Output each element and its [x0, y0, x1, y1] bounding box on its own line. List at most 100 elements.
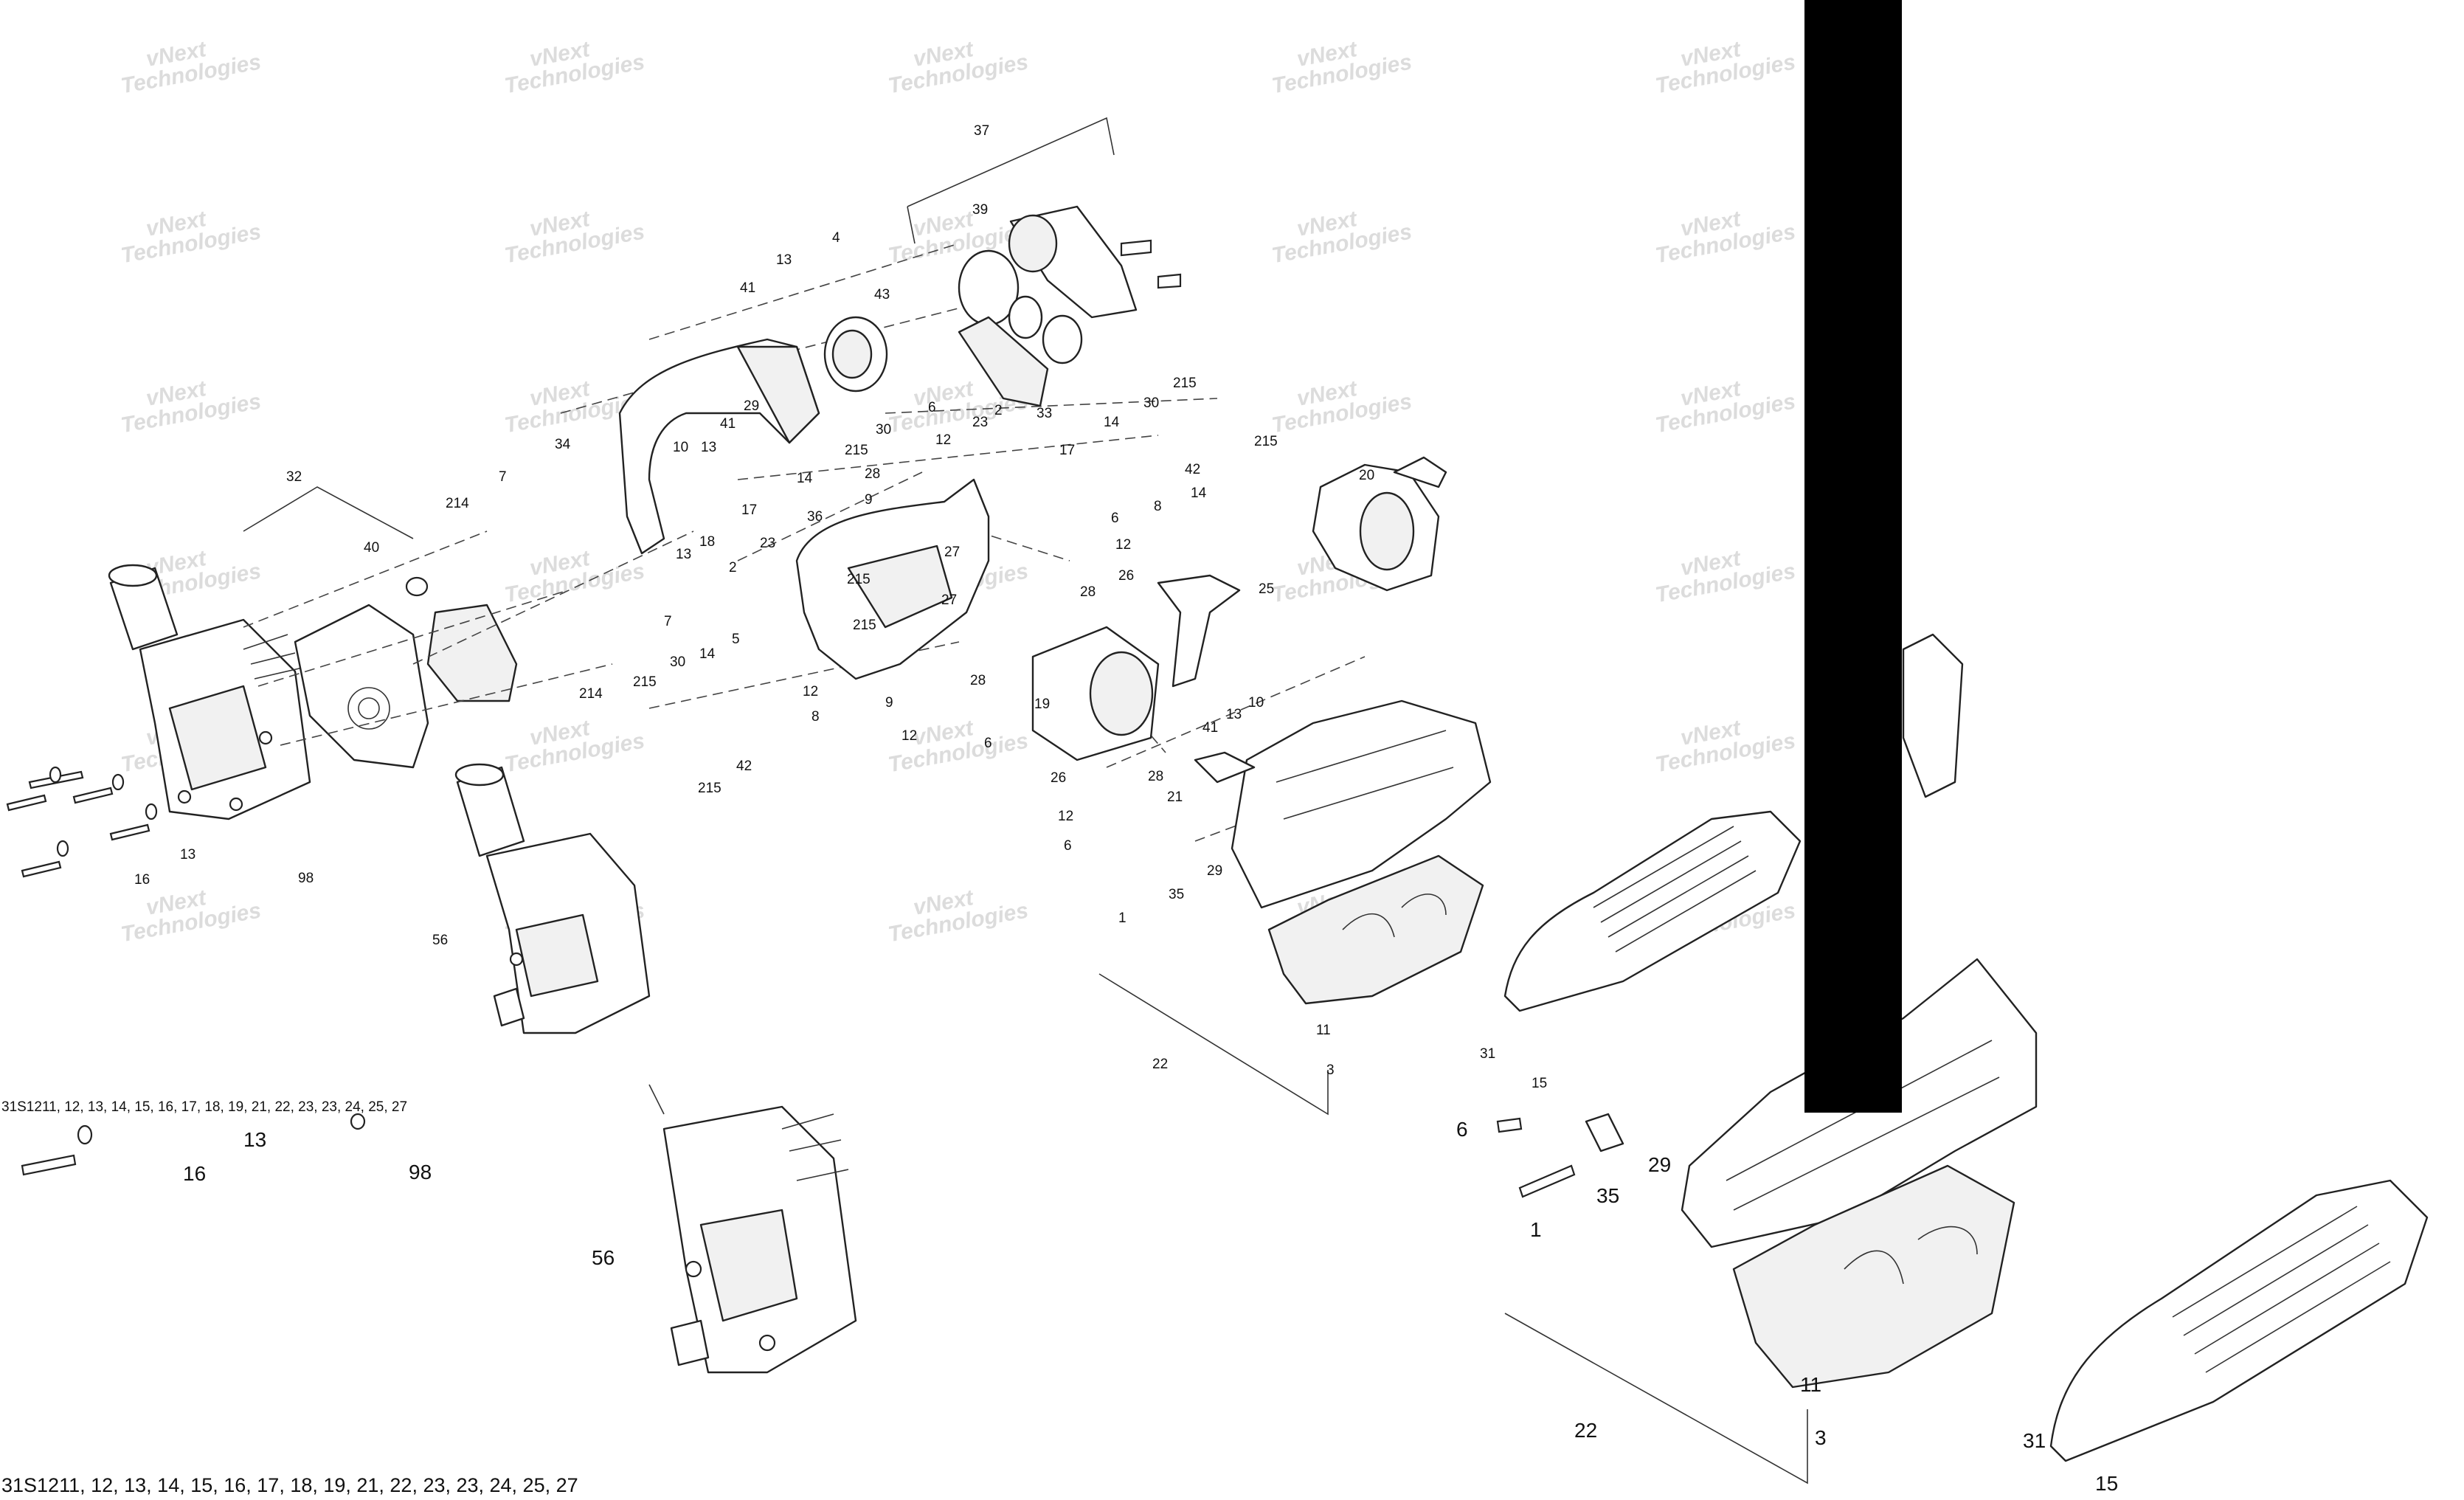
elbow-20	[1312, 456, 1447, 592]
callout-5: 5	[732, 632, 740, 647]
washer	[56, 840, 69, 857]
callout-14b: 14	[699, 646, 716, 662]
washer	[145, 803, 158, 820]
callout-41: 41	[740, 280, 755, 296]
nozzle	[670, 1319, 710, 1366]
callout-12a: 12	[935, 432, 951, 448]
bracket-22-small	[1098, 973, 1329, 1116]
callout-19: 19	[1034, 697, 1050, 712]
callout-29: 29	[744, 398, 759, 414]
lower-housing-22-large	[1732, 1164, 2015, 1389]
watermark-tile: vNext Technologies	[119, 37, 263, 99]
callout-2b: 2	[729, 560, 737, 576]
callout-42a: 42	[736, 758, 752, 774]
bolt	[72, 787, 114, 804]
bracket-37	[907, 117, 1115, 244]
watermark-tile: vNext Technologies	[1653, 376, 1797, 438]
callout-26a: 26	[1118, 568, 1134, 584]
callout-9a: 9	[865, 492, 873, 508]
callout-43: 43	[874, 287, 890, 303]
lower-housing-22-small	[1267, 854, 1484, 1005]
gearbox-housing	[294, 604, 429, 769]
callout-8a: 8	[811, 709, 820, 725]
bearing-43	[823, 316, 888, 393]
bolt	[6, 794, 47, 812]
screw	[509, 952, 524, 967]
callout-2a: 2	[994, 403, 1003, 418]
gasket-40	[426, 604, 518, 702]
watermark-tile: vNext Technologies	[886, 207, 1030, 269]
callout-29-large: 29	[1648, 1153, 1671, 1176]
callout-15-large: 15	[2095, 1472, 2118, 1495]
bolt	[21, 860, 62, 878]
callout-14a: 14	[797, 471, 813, 486]
watermark-tile: vNext Technologies	[119, 376, 263, 438]
actuator-screw	[177, 789, 192, 804]
elbow-20-large	[1902, 633, 1964, 798]
drive-housing-bore	[1008, 214, 1058, 273]
callout-17a: 17	[741, 502, 757, 518]
footer-reference-small: 31S1211, 12, 13, 14, 15, 16, 17, 18, 19,…	[1, 1099, 407, 1115]
seal	[1008, 295, 1043, 339]
strap-21	[1194, 751, 1256, 784]
watermark-tile: vNext Technologies	[886, 885, 1030, 947]
callout-27b: 27	[941, 592, 957, 608]
gearbox-bore-inner	[358, 697, 380, 719]
callout-215c: 215	[853, 618, 876, 633]
spacer-35-large	[1496, 1113, 1624, 1198]
callout-98: 98	[298, 871, 314, 886]
callout-13d: 13	[1226, 707, 1242, 722]
watermark-tile: vNext Technologies	[502, 37, 646, 99]
lower-housing-large	[1732, 1164, 2015, 1389]
callout-6-large: 6	[1456, 1118, 1468, 1141]
callout-30a: 30	[876, 422, 891, 438]
callout-27a: 27	[944, 545, 960, 560]
callout-7b: 7	[664, 614, 672, 629]
callout-35-large: 35	[1596, 1184, 1619, 1207]
duct-19	[1031, 626, 1160, 761]
callout-22-large: 22	[1574, 1419, 1597, 1442]
dashline	[648, 243, 960, 340]
housing-21	[1231, 699, 1492, 909]
bracket-plate	[736, 345, 820, 444]
screw	[758, 1334, 776, 1352]
bracket-22-large	[1504, 1313, 1808, 1485]
actuator-motor-cap	[108, 564, 158, 587]
callout-4: 4	[832, 230, 840, 246]
housing-21-small	[1194, 699, 1492, 909]
group-brackets	[243, 117, 1808, 1485]
watermark-tile: vNext Technologies	[1270, 376, 1413, 438]
callout-21: 21	[1167, 789, 1183, 805]
callout-1-large: 1	[1530, 1218, 1542, 1241]
duct-opening	[1089, 651, 1154, 736]
stud	[1157, 273, 1182, 289]
callout-28c: 28	[1080, 584, 1096, 600]
callout-1: 1	[1118, 910, 1127, 926]
dashline	[243, 530, 488, 628]
callout-6d: 6	[1064, 838, 1072, 854]
callout-40: 40	[364, 540, 379, 556]
watermark-tile: vNext Technologies	[1270, 207, 1413, 269]
callout-11: 11	[1316, 1023, 1331, 1038]
watermark-tile: vNext Technologies	[886, 37, 1030, 99]
callout-41c: 41	[1202, 720, 1218, 736]
screw	[685, 1260, 702, 1278]
callout-215g: 215	[1254, 434, 1278, 449]
callouts-small: 37 39 4 13 41 43 29 41 33 10 13 215 30 6…	[134, 123, 1547, 1091]
callout-12b: 12	[803, 684, 818, 699]
actuator-connector-pins	[243, 634, 303, 680]
callout-7a: 7	[499, 469, 507, 485]
callout-214a: 214	[446, 496, 469, 511]
callout-215f: 215	[1173, 376, 1197, 391]
lower-housing-contours	[1342, 894, 1447, 938]
connector-pins	[781, 1113, 849, 1181]
callout-20: 20	[1359, 468, 1374, 483]
actuator-56-small	[454, 763, 651, 1034]
callout-10: 10	[673, 440, 688, 455]
callout-13: 13	[776, 252, 792, 268]
callout-11-large: 11	[1800, 1373, 1821, 1396]
dashline	[737, 471, 923, 561]
callout-15: 15	[1532, 1076, 1547, 1091]
callout-32: 32	[286, 469, 302, 485]
callout-6a: 6	[928, 400, 936, 415]
